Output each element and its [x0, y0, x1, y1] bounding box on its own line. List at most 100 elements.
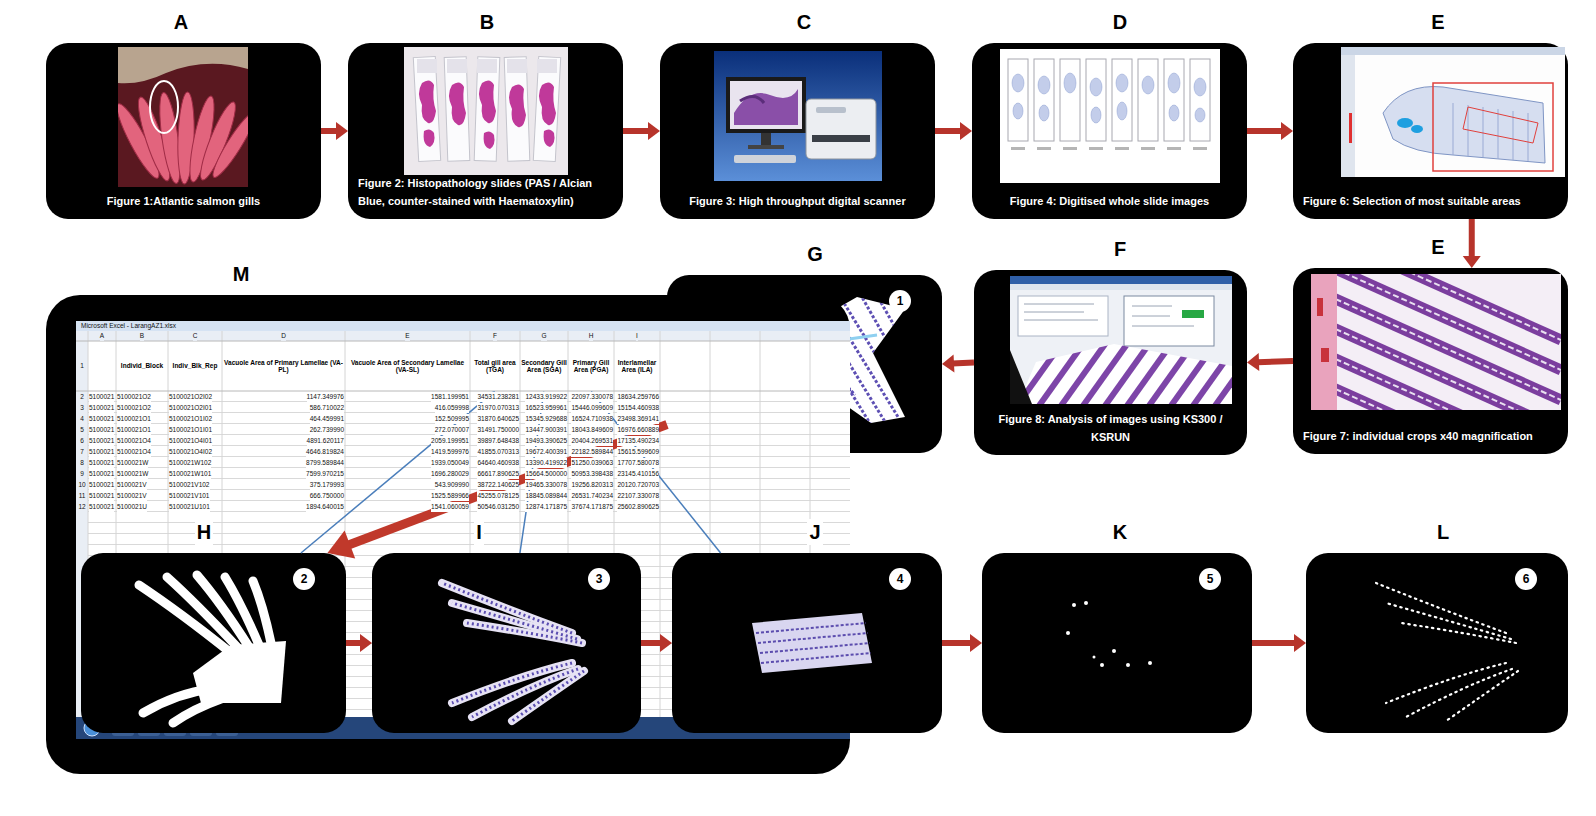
- cell-slot: 5100021U: [116, 501, 168, 512]
- cell-slot: 5100021: [88, 402, 116, 413]
- analysis-screen: [974, 270, 1247, 455]
- column-letter: I: [636, 331, 638, 341]
- table-cell: 16524.710938: [571, 414, 613, 424]
- flow-arrow: [346, 634, 372, 652]
- row-number: 9: [80, 469, 84, 479]
- row-number: 12: [78, 502, 85, 512]
- heading-slot: I: [449, 519, 509, 545]
- cell-slot: 1: [76, 341, 88, 391]
- callout-number: 6: [1515, 568, 1537, 590]
- cell-slot: I: [614, 331, 660, 341]
- flow-arrow: [1247, 353, 1293, 371]
- callout-number: 2: [293, 568, 315, 590]
- cell-slot: 6: [76, 435, 88, 446]
- table-cell: 5100021O4: [117, 447, 151, 457]
- table-cell: 5100021W101: [169, 469, 211, 479]
- figure-panel: EFigure 7: individual crops x40 magnific…: [1293, 268, 1568, 454]
- cell-slot: 416.059998: [345, 402, 470, 413]
- table-cell: 16976.660889: [617, 425, 659, 435]
- table-cell: 5100021O2I02: [169, 392, 212, 402]
- caption-slot: Figure 4: Digitised whole slide images: [982, 191, 1237, 209]
- table-cell: 15446.099609: [571, 403, 613, 413]
- arrow-head: [1463, 256, 1481, 268]
- table-cell: 18845.089844: [525, 491, 567, 501]
- table-cell: 586.710022: [310, 403, 344, 413]
- cell-slot: 1147.349976: [222, 391, 345, 402]
- panel-letter: K: [1111, 519, 1129, 545]
- cell-slot: 13447.900391: [520, 424, 568, 435]
- arrow-head: [942, 354, 954, 372]
- column-header: Individ_Block: [116, 341, 168, 391]
- table-cell: 17135.490234: [617, 436, 659, 446]
- cell-slot: 23498.369141: [614, 413, 660, 424]
- header-text: Primary Gill Area (PGA): [569, 359, 613, 374]
- table-cell: 1696.280029: [431, 469, 469, 479]
- cell-slot: 262.739990: [222, 424, 345, 435]
- arrow-head: [360, 634, 372, 652]
- cell-slot: 5100021O2I02: [168, 391, 222, 402]
- cell-slot: 15154.460938: [614, 402, 660, 413]
- cell-slot: 50546.031250: [470, 501, 520, 512]
- column-letter: D: [281, 331, 286, 341]
- table-cell: 22097.330078: [571, 392, 613, 402]
- cell-slot: 31870.640625: [470, 413, 520, 424]
- cell-slot: 5100021: [88, 501, 116, 512]
- table-cell: 5100021: [89, 480, 114, 490]
- arrow-shaft: [1257, 361, 1293, 362]
- cell-slot: 34531.238281: [470, 391, 520, 402]
- cell-slot: 2: [76, 391, 88, 402]
- flow-arrow: [641, 634, 672, 652]
- heading-slot: M: [211, 261, 271, 287]
- table-cell: 25602.890625: [617, 502, 659, 512]
- table-cell: 1419.599976: [431, 447, 469, 457]
- header-text: Interlamellar Area (ILA): [615, 359, 659, 374]
- callout-number: 3: [588, 568, 610, 590]
- cell-slot: G: [520, 331, 568, 341]
- column-header: Interlamellar Area (ILA): [614, 341, 660, 391]
- figure-caption: Figure 6: Selection of most suitable are…: [1303, 195, 1521, 207]
- cell-slot: 5100021O2: [116, 391, 168, 402]
- table-cell: 4646.819824: [306, 447, 344, 457]
- figure-panel: J4: [672, 553, 942, 733]
- caption-slot: Figure 2: Histopathology slides (PAS / A…: [358, 173, 613, 209]
- column-header: Indiv_Blk_Rep: [168, 341, 222, 391]
- cell-slot: 5100021O1: [116, 424, 168, 435]
- cell-slot: 11: [76, 490, 88, 501]
- cell-slot: 4646.819824: [222, 446, 345, 457]
- cell-slot: 5100021O2: [116, 402, 168, 413]
- table-cell: 19493.390625: [525, 436, 567, 446]
- table-cell: 5100021O4I02: [169, 447, 212, 457]
- flow-arrow: [942, 634, 982, 652]
- cell-slot: 5100021: [88, 435, 116, 446]
- column-header: Primary Gill Area (PGA): [568, 341, 614, 391]
- cell-slot: 5100021W: [116, 468, 168, 479]
- figure-panel: FFigure 8: Analysis of images using KS30…: [974, 270, 1247, 455]
- row-number: 5: [80, 425, 84, 435]
- table-cell: 22182.589844: [571, 447, 613, 457]
- arrow-head: [970, 634, 982, 652]
- cell-slot: 5100021O4I01: [168, 435, 222, 446]
- table-cell: 5100021O4: [117, 436, 151, 446]
- cell-slot: 272.070007: [345, 424, 470, 435]
- cell-slot: 45255.078125: [470, 490, 520, 501]
- column-header: Vacuole Area of Primary Lamellae (VA-PL): [222, 341, 345, 391]
- cell-slot: 5100021O4I02: [168, 446, 222, 457]
- figure-caption: Figure 3: High throughput digital scanne…: [689, 195, 905, 207]
- figure-panel: BFigure 2: Histopathology slides (PAS / …: [348, 43, 623, 219]
- table-cell: 416.059998: [435, 403, 469, 413]
- header-text: Individ_Block: [121, 362, 163, 369]
- arrow-shaft: [520, 399, 543, 553]
- cell-slot: 22182.589844: [568, 446, 614, 457]
- cell-slot: 152.509995: [345, 413, 470, 424]
- table-cell: 5100021V: [117, 480, 147, 490]
- panel-letter: E: [1429, 234, 1446, 260]
- table-cell: 5100021: [89, 458, 114, 468]
- panel-letter: H: [195, 519, 213, 545]
- heading-slot: D: [1090, 9, 1150, 35]
- heading-slot: B: [457, 9, 517, 35]
- cell-slot: 15615.599609: [614, 446, 660, 457]
- arrow-shaft: [1247, 128, 1283, 134]
- cell-slot: 5100021W102: [168, 457, 222, 468]
- table-cell: 20404.269531: [571, 436, 613, 446]
- arrow-shaft: [347, 425, 667, 546]
